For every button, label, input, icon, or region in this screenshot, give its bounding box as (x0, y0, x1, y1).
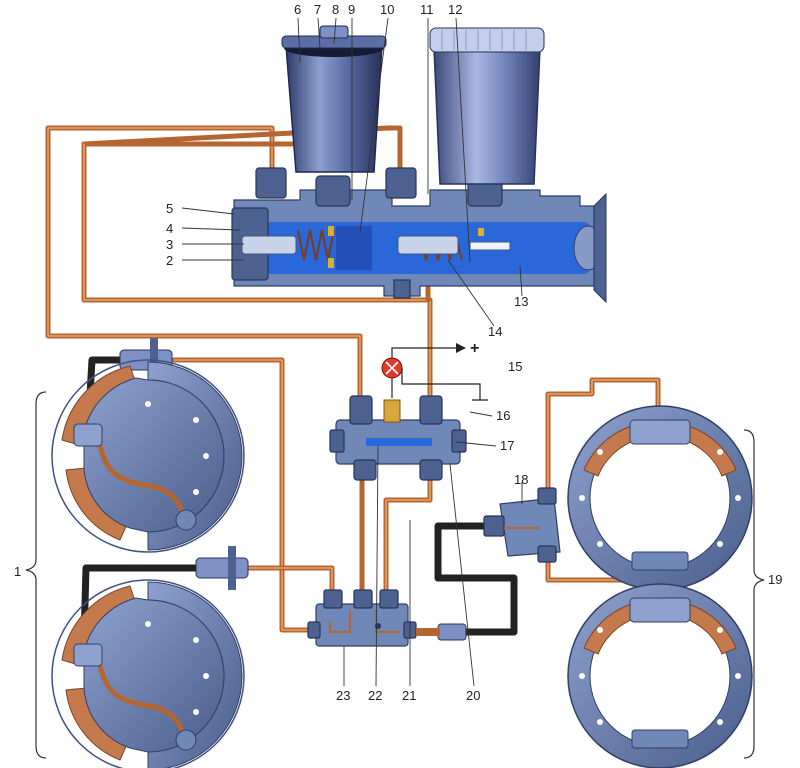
label-14: 14 (488, 324, 502, 339)
label-4: 4 (166, 221, 173, 236)
label-20: 20 (466, 688, 480, 703)
leader-lines (181, 17, 523, 687)
hose-rear (434, 522, 518, 636)
brake-lower-left (51, 579, 245, 768)
reservoir-rear (429, 27, 545, 185)
label-11: 11 (420, 2, 434, 17)
brake-pipes (45, 125, 661, 633)
label-13: 13 (514, 294, 528, 309)
label-23: 23 (336, 688, 350, 703)
label-6: 6 (294, 2, 301, 17)
pressure-differential-valve (329, 395, 467, 481)
brake-upper-right (567, 405, 753, 591)
pressure-regulator (483, 487, 561, 563)
label-9: 9 (348, 2, 355, 17)
brace-left (25, 391, 47, 759)
label-16: 16 (496, 408, 510, 423)
warning-lamp-circuit: + (381, 340, 488, 401)
label-18: 18 (514, 472, 528, 487)
label-2: 2 (166, 253, 173, 268)
brake-lower-right (567, 583, 753, 768)
brace-right (743, 429, 765, 759)
distributor-tee (307, 589, 467, 647)
label-22: 22 (368, 688, 382, 703)
pipe-front-lower (243, 565, 335, 601)
label-19: 19 (768, 572, 782, 587)
master-cylinder (231, 167, 607, 304)
label-3: 3 (166, 237, 173, 252)
callout-labels: 1 2 3 4 5 6 7 8 9 10 11 12 13 14 15 16 1… (14, 2, 782, 703)
label-7: 7 (314, 2, 321, 17)
label-12: 12 (448, 2, 462, 17)
brake-upper-left (51, 359, 245, 553)
label-15: 15 (508, 359, 522, 374)
label-17: 17 (500, 438, 514, 453)
label-5: 5 (166, 201, 173, 216)
plus-terminal-label: + (470, 340, 479, 357)
label-1: 1 (14, 564, 21, 579)
pipe-valve-to-tee-21 (383, 477, 433, 603)
label-21: 21 (402, 688, 416, 703)
reservoir-front (281, 25, 387, 173)
label-10: 10 (380, 2, 394, 17)
label-8: 8 (332, 2, 339, 17)
